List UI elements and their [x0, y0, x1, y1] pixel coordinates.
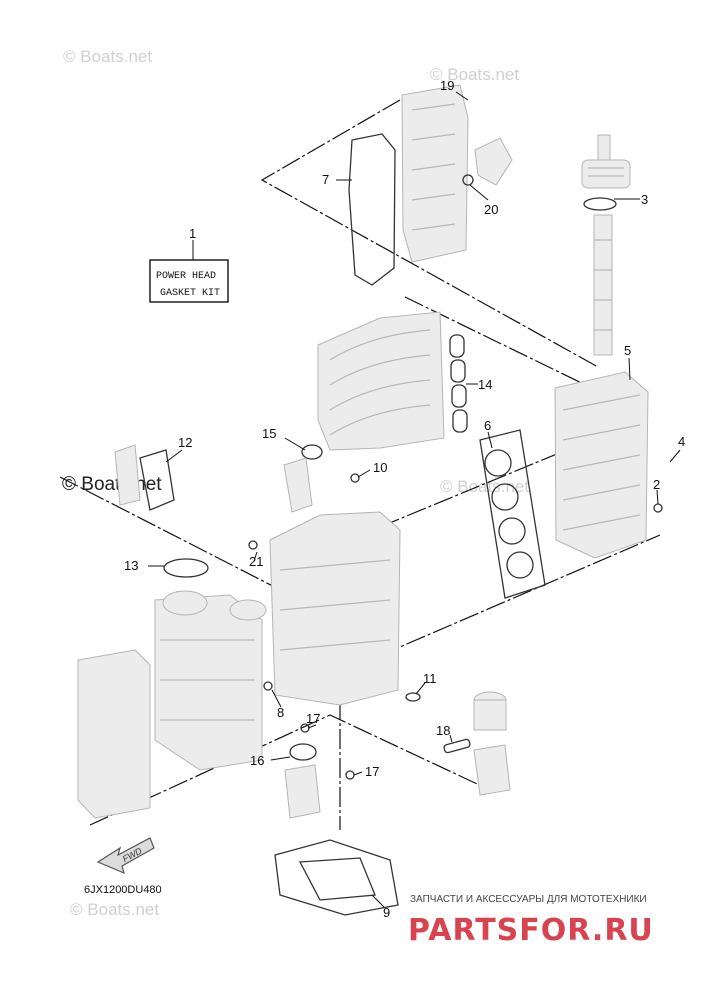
head-gasket — [479, 429, 546, 599]
callout-9: 9 — [383, 905, 390, 920]
joint-gasket — [443, 738, 471, 754]
callout-1: 1 — [189, 226, 196, 241]
callout-14: 14 — [478, 377, 492, 392]
o-ring-20 — [462, 174, 474, 186]
callouts: 1 2 3 4 5 6 7 8 9 10 11 12 13 14 15 16 1… — [124, 78, 685, 920]
thermostat-gasket — [139, 449, 175, 511]
callout-2: 2 — [653, 477, 660, 492]
o-ring-17-bottom — [345, 770, 355, 780]
watermark-top-right: © Boats.net — [430, 65, 519, 84]
callout-15: 15 — [262, 426, 276, 441]
callout-13: 13 — [124, 558, 138, 573]
crankcase-half — [77, 649, 151, 819]
kit-label-line1: POWER HEAD — [156, 271, 216, 282]
callout-16: 16 — [250, 753, 264, 768]
callout-17-top: 17 — [306, 711, 320, 726]
crankshaft — [154, 590, 267, 771]
oil-filter — [473, 691, 511, 796]
watermark-bottom-left: © Boats.net — [70, 900, 159, 919]
callout-20: 20 — [484, 202, 498, 217]
callout-6: 6 — [484, 418, 491, 433]
callout-5: 5 — [624, 343, 631, 358]
o-ring-2 — [653, 503, 663, 513]
forward-arrow: FWD — [96, 837, 155, 875]
cylinder-block — [269, 511, 401, 706]
oil-pump-housing — [284, 764, 321, 819]
branding-logo: PARTSFOR.RU — [408, 913, 654, 948]
head-cover-gasket — [348, 133, 396, 286]
callout-17-bottom: 17 — [365, 764, 379, 779]
cylinder-head-block — [554, 371, 649, 559]
cylinder-head-cover — [401, 84, 513, 263]
kit-label-line2: GASKET KIT — [160, 288, 220, 299]
diagram-code: 6JX1200DU480 — [84, 884, 162, 896]
camshaft-o-ring — [583, 197, 617, 211]
callout-19: 19 — [440, 78, 454, 93]
callout-12: 12 — [178, 435, 192, 450]
camshaft-assembly — [581, 134, 631, 356]
manifold-gaskets — [449, 334, 468, 433]
crankshaft-oil-seal — [163, 558, 209, 578]
o-ring-21 — [248, 540, 258, 550]
intake-manifold — [317, 311, 445, 451]
watermark-middle-left: © Boats.net — [62, 474, 162, 495]
oil-pump-o-ring — [289, 743, 317, 761]
cover-gasket — [301, 444, 323, 460]
o-ring-8 — [263, 681, 273, 691]
callout-10: 10 — [373, 460, 387, 475]
partsfor-branding: ЗАПЧАСТИ И АКСЕССУАРЫ ДЛЯ МОТОТЕХНИКИ PA… — [408, 894, 654, 948]
o-ring-11 — [405, 692, 421, 702]
callout-3: 3 — [641, 192, 648, 207]
callout-8: 8 — [277, 705, 284, 720]
callout-leaders — [148, 91, 681, 908]
branding-tagline: ЗАПЧАСТИ И АКСЕССУАРЫ ДЛЯ МОТОТЕХНИКИ — [410, 894, 647, 905]
callout-7: 7 — [322, 172, 329, 187]
thermostat-cover — [114, 444, 141, 506]
callout-18: 18 — [436, 723, 450, 738]
callout-4: 4 — [678, 434, 685, 449]
sensor-housing — [283, 457, 313, 513]
watermark-top-left: © Boats.net — [63, 47, 152, 66]
o-ring-10 — [350, 473, 360, 483]
oil-pan-gasket — [274, 839, 399, 916]
watermark-middle-right: © Boats.net — [440, 477, 529, 496]
callout-11: 11 — [423, 671, 437, 686]
gasket-kit-label: POWER HEAD GASKET KIT — [149, 259, 229, 303]
callout-21: 21 — [249, 554, 263, 569]
